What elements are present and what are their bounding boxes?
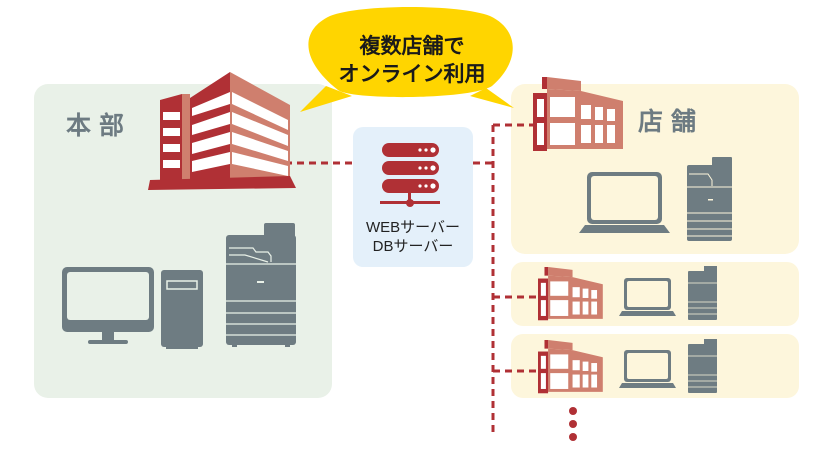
store-label: 店舗 <box>638 107 705 136</box>
desktop-monitor-icon <box>62 267 154 344</box>
headquarters-building-icon <box>148 72 296 190</box>
bubble-line-1: 複数店舗で <box>359 34 465 58</box>
store-building-icon <box>538 340 603 394</box>
store-laptop-icon <box>619 350 676 388</box>
server-label-db: DBサーバー <box>372 238 454 255</box>
store-laptop-icon <box>579 172 670 233</box>
speech-bubble-text: 複数店舗で オンライン利用 <box>306 32 518 88</box>
bubble-line-2: オンライン利用 <box>338 62 486 86</box>
store-laptop-icon <box>619 278 676 316</box>
store-copier-icon <box>688 339 717 393</box>
server-icon <box>380 143 440 207</box>
store-building-icon <box>533 77 623 151</box>
speech-bubble <box>300 7 514 112</box>
server-label-web: WEBサーバー <box>365 219 461 236</box>
server-label: WEBサーバー DBサーバー <box>353 218 473 256</box>
connection-lines <box>285 123 550 435</box>
hq-copier-icon <box>226 223 296 347</box>
store-building-icon <box>538 267 603 321</box>
store-copier-icon <box>688 266 717 320</box>
more-stores-ellipsis-icon <box>569 407 577 441</box>
pc-tower-icon <box>161 270 203 349</box>
headquarters-label: 本部 <box>66 111 133 140</box>
store-copier-icon <box>687 157 732 241</box>
